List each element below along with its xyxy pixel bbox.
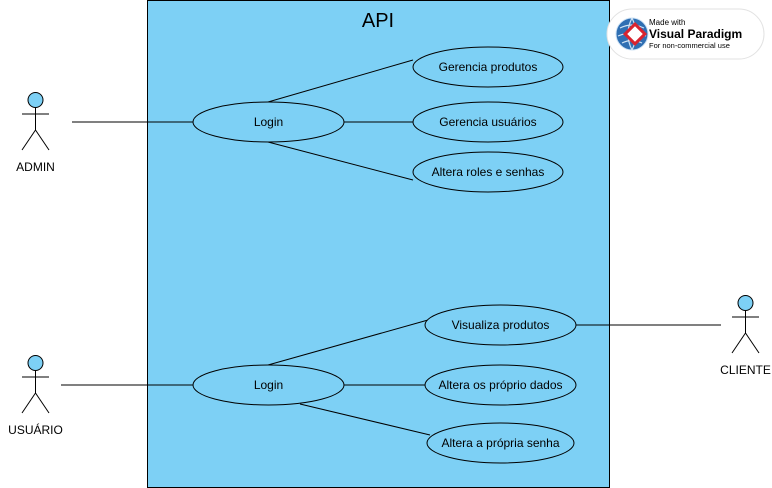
actor-cliente[interactable] (731, 295, 760, 354)
visual-paradigm-logo-icon (615, 17, 649, 51)
actor-cliente-label: CLIENTE (720, 363, 771, 377)
use-case-altera-roles[interactable]: Altera roles e senhas (412, 151, 564, 193)
login-visualiza-produtos-line (267, 319, 429, 366)
associations (61, 59, 721, 436)
use-case-label: Visualiza produtos (452, 318, 550, 332)
login-altera-roles-line (267, 141, 414, 181)
use-case-label: Login (254, 115, 283, 129)
actor-head (737, 295, 754, 311)
use-case-altera-senha[interactable]: Altera a própria senha (426, 422, 575, 464)
use-case-altera-dados[interactable]: Altera os próprio dados (424, 364, 577, 406)
use-case-label: Altera os próprio dados (438, 378, 562, 392)
actor-admin[interactable] (21, 92, 50, 151)
use-case-label: Login (254, 378, 283, 392)
actor-head (27, 355, 44, 371)
login-altera-senha-line (299, 403, 431, 436)
actor-usuario[interactable] (21, 355, 50, 414)
system-title: API (362, 10, 394, 32)
use-case-label: Altera roles e senhas (432, 165, 545, 179)
use-case-login-top[interactable]: Login (192, 101, 345, 143)
use-case-label: Altera a própria senha (441, 436, 559, 450)
actor-admin-label: ADMIN (16, 160, 55, 174)
use-case-label: Gerencia produtos (439, 60, 538, 74)
use-case-visualiza-produtos[interactable]: Visualiza produtos (424, 304, 577, 346)
watermark-made-with: Made with (649, 18, 685, 27)
actor-usuario-label: USUÁRIO (8, 422, 63, 437)
login-gerencia-produtos-line (267, 59, 414, 103)
use-case-gerencia-produtos[interactable]: Gerencia produtos (412, 46, 564, 88)
use-case-gerencia-usuarios[interactable]: Gerencia usuários (412, 101, 564, 143)
actor-head (27, 92, 44, 108)
use-case-login-bottom[interactable]: Login (192, 364, 345, 406)
watermark-noncommercial: For non-commercial use (649, 41, 730, 50)
watermark-brand: Visual Paradigm (649, 27, 742, 41)
visual-paradigm-watermark: Made with Visual Paradigm For non-commer… (606, 8, 765, 60)
use-case-label: Gerencia usuários (439, 115, 536, 129)
